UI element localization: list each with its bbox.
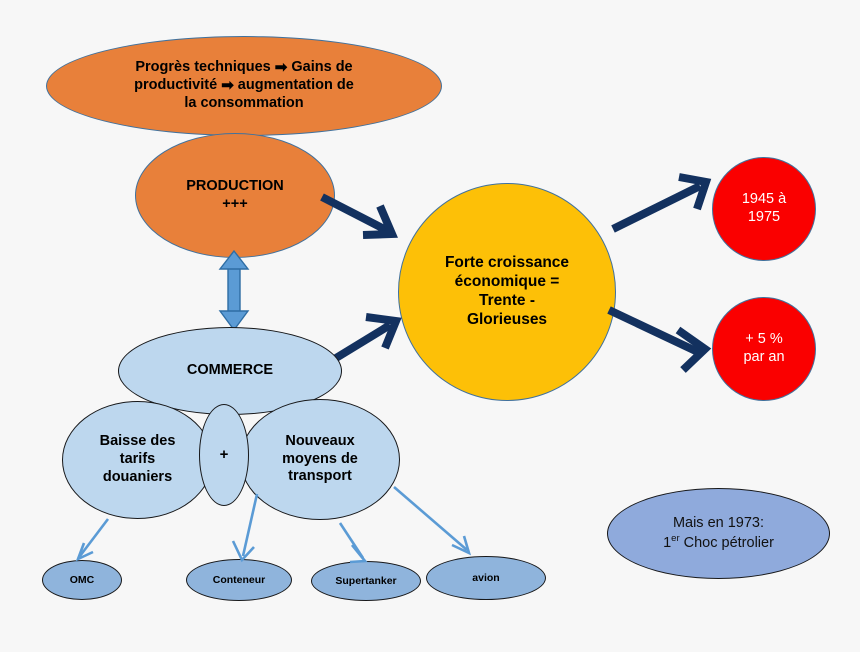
transport-line1: Nouveaux — [285, 432, 355, 449]
node-croissance-text: Forte croissance économique = Trente - G… — [445, 254, 569, 330]
croissance-line3: Trente - — [479, 292, 535, 309]
annees-line2: 1975 — [747, 209, 781, 225]
node-avion[interactable]: avion — [426, 556, 546, 600]
conteneur-label: Conteneur — [212, 573, 266, 586]
tarifs-line3: douaniers — [102, 468, 173, 485]
node-annees-text: 1945 à 1975 — [742, 191, 786, 226]
plus-label: + — [219, 445, 229, 463]
choc-line2-pre: 1 — [663, 534, 672, 551]
production-line1: PRODUCTION — [186, 177, 284, 194]
node-forte-croissance-economique[interactable]: Forte croissance économique = Trente - G… — [398, 183, 616, 401]
node-transport-text: Nouveaux moyens de transport — [282, 433, 358, 486]
croissance-line1: Forte croissance — [444, 254, 570, 272]
croissance-line4: Glorieuses — [466, 310, 548, 328]
tarifs-line2: tarifs — [119, 451, 156, 468]
taux-line2: par an — [743, 349, 785, 365]
node-production[interactable]: PRODUCTION +++ — [135, 133, 335, 258]
node-tarifs-text: Baisse des tarifs douaniers — [100, 433, 176, 486]
node-progres-techniques[interactable]: Progrès techniques ➡ Gains de productivi… — [46, 36, 442, 136]
choc-line2-sup: er — [671, 532, 680, 544]
choc-line2: 1er Choc pétrolier — [663, 533, 774, 553]
progres-line1b: Gains de — [291, 59, 353, 76]
connector-production-commerce-bidirectional — [218, 249, 250, 332]
node-plus-operator[interactable]: + — [199, 404, 249, 506]
progres-line2b: augmentation de — [237, 77, 354, 94]
annees-line1: 1945 à — [741, 191, 787, 208]
choc-line2-post: Choc pétrolier — [679, 534, 774, 551]
progres-line1: Progrès techniques — [135, 59, 271, 76]
connector-croissance-to-annees — [611, 173, 712, 233]
node-taux-text: + 5 % par an — [743, 331, 784, 366]
node-periode-1945-1975[interactable]: 1945 à 1975 — [712, 157, 816, 261]
connector-croissance-to-taux — [607, 306, 712, 373]
transport-line3: transport — [288, 468, 352, 485]
choc-line1: Mais en 1973: — [672, 514, 765, 531]
node-supertanker[interactable]: Supertanker — [311, 561, 421, 601]
avion-label: avion — [472, 571, 500, 584]
connector-transport-to-supertanker — [338, 522, 368, 564]
right-arrow-icon-2: ➡ — [221, 77, 234, 95]
node-production-text: PRODUCTION +++ — [186, 178, 283, 213]
node-omc[interactable]: OMC — [42, 560, 122, 600]
connector-tarifs-to-omc — [75, 518, 110, 562]
production-line2: +++ — [222, 195, 248, 212]
node-choc-petrolier-1973[interactable]: Mais en 1973: 1er Choc pétrolier — [607, 488, 830, 579]
croissance-line2: économique = — [454, 273, 560, 291]
connector-transport-to-conteneur — [231, 493, 259, 563]
node-taux-croissance[interactable]: + 5 % par an — [712, 297, 816, 401]
right-arrow-icon-1: ➡ — [274, 59, 288, 77]
node-baisse-tarifs-douaniers[interactable]: Baisse des tarifs douaniers — [62, 401, 213, 519]
transport-line2: moyens de — [282, 450, 358, 467]
connector-transport-to-avion — [393, 486, 472, 556]
tarifs-line1: Baisse des — [99, 433, 176, 450]
omc-label: OMC — [69, 573, 95, 586]
commerce-label: COMMERCE — [186, 362, 274, 379]
taux-line1: + 5 % — [745, 331, 783, 348]
progres-line2: productivité — [134, 77, 218, 94]
node-nouveaux-moyens-transport[interactable]: Nouveaux moyens de transport — [240, 399, 400, 520]
node-conteneur[interactable]: Conteneur — [186, 559, 292, 601]
progres-line3: la consommation — [184, 94, 304, 111]
node-progres-text: Progrès techniques ➡ Gains de productivi… — [134, 59, 354, 112]
supertanker-label: Supertanker — [335, 574, 397, 587]
node-choc-text: Mais en 1973: 1er Choc pétrolier — [663, 515, 774, 552]
